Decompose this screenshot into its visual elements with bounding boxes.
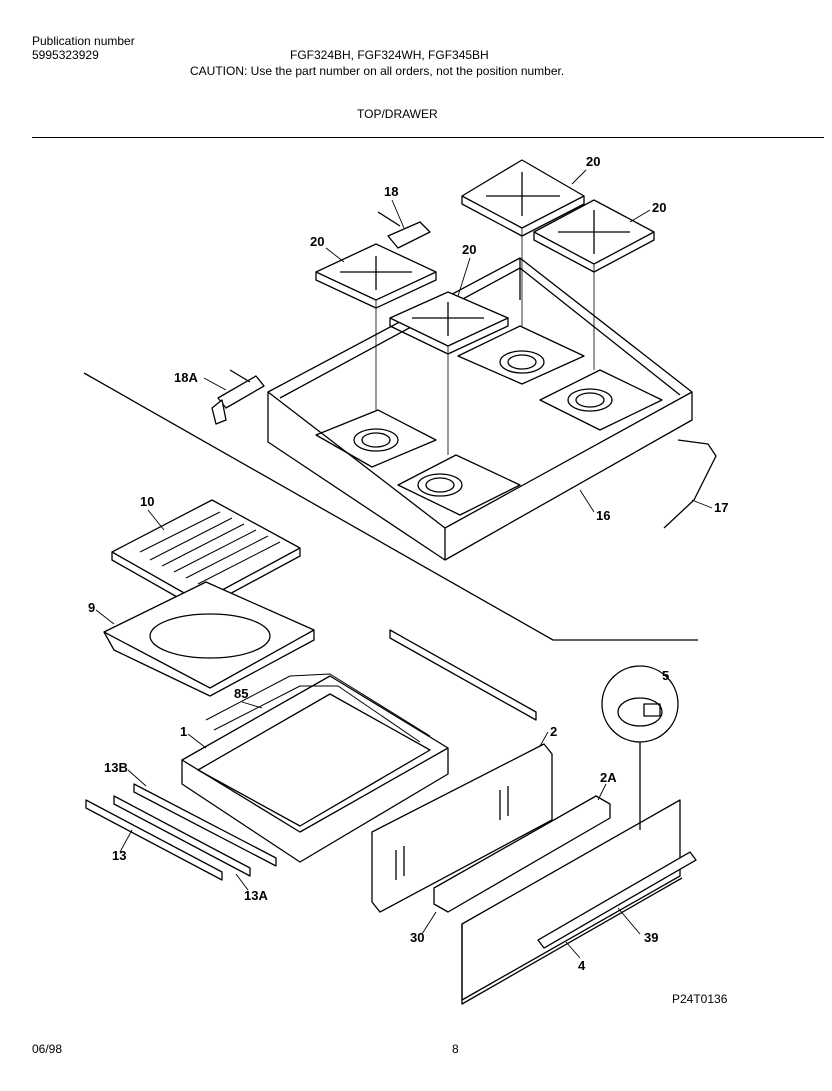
- hinge-bracket-18: [377, 211, 431, 249]
- slide-rail-13: [85, 799, 223, 881]
- drawer-front-panel: [461, 799, 683, 1005]
- broiler-pan: [103, 581, 315, 697]
- callout-13b: 13B: [104, 760, 128, 775]
- drawer-rail-upper: [389, 629, 537, 721]
- callout-1: 1: [180, 724, 187, 739]
- callout-30: 30: [410, 930, 424, 945]
- burner-plate-rear-left: [457, 325, 585, 385]
- callout-20-top: 20: [586, 154, 600, 169]
- separator-line: [83, 372, 698, 641]
- support-rod: [663, 439, 717, 529]
- callout-18: 18: [384, 184, 398, 199]
- grate-left: [315, 243, 437, 309]
- publication-number-label: Publication number: [32, 34, 135, 48]
- publication-number: 5995323929: [32, 48, 99, 62]
- callout-leaders: [95, 169, 713, 959]
- slide-rail-13b: [133, 783, 277, 867]
- knob-inset: [601, 665, 679, 830]
- cooktop-top: [267, 257, 693, 561]
- grate-rear-right: [533, 199, 655, 273]
- slide-rail-13a: [113, 795, 251, 877]
- callout-20-left: 20: [310, 234, 324, 249]
- callout-4: 4: [578, 958, 586, 973]
- section-title: TOP/DRAWER: [357, 107, 438, 121]
- drawer-front-trim-2a: [433, 795, 611, 913]
- drawer-back-panel: [371, 743, 553, 913]
- page-number: 8: [452, 1042, 459, 1056]
- grate-leader-lines: [375, 228, 595, 455]
- hinge-bracket-18a: [211, 369, 265, 425]
- figure-id: P24T0136: [672, 992, 728, 1006]
- burner-plate-front-left: [315, 409, 437, 468]
- header-divider: [32, 137, 824, 138]
- callout-39: 39: [644, 930, 658, 945]
- callout-13: 13: [112, 848, 126, 863]
- callout-5: 5: [662, 668, 669, 683]
- footer-date: 06/98: [32, 1042, 63, 1056]
- caution-note: CAUTION: Use the part number on all orde…: [190, 64, 565, 78]
- drawer-body: [181, 673, 449, 863]
- grate-rear-left: [461, 159, 585, 237]
- callout-10: 10: [140, 494, 154, 509]
- callout-2a: 2A: [600, 770, 617, 785]
- callout-16: 16: [596, 508, 610, 523]
- callout-18a: 18A: [174, 370, 198, 385]
- burner-plate-rear-right: [539, 369, 663, 431]
- callout-labels: 20 20 20 20 18 18A 10 9 16 17 5 85 1 2 1…: [88, 154, 728, 973]
- drawer-handle: [537, 851, 697, 949]
- model-numbers: FGF324BH, FGF324WH, FGF345BH: [290, 48, 489, 62]
- callout-13a: 13A: [244, 888, 268, 903]
- callout-17: 17: [714, 500, 728, 515]
- callout-20-right: 20: [652, 200, 666, 215]
- burner-plate-front-right: [397, 454, 521, 516]
- callout-2: 2: [550, 724, 557, 739]
- callout-20-center: 20: [462, 242, 476, 257]
- callout-9: 9: [88, 600, 95, 615]
- callout-85: 85: [234, 686, 248, 701]
